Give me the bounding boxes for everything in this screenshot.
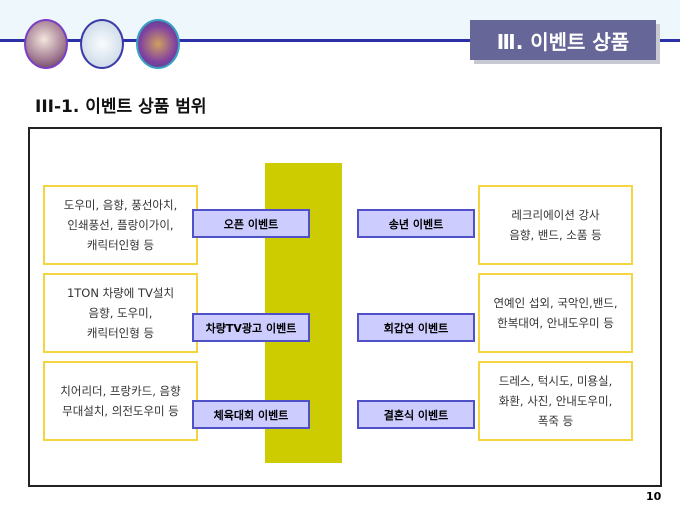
label-open-event: 오픈 이벤트: [192, 209, 310, 238]
page-number: 10: [646, 490, 662, 503]
label-60th-birthday-event: 회갑연 이벤트: [357, 313, 475, 342]
content-frame: [28, 127, 662, 487]
right-desc-2: 연예인 섭외, 국악인,밴드, 한복대여, 안내도우미 등: [478, 273, 633, 353]
right-desc-1: 레크리에이션 강사 음향, 밴드, 소품 등: [478, 185, 633, 265]
label-yearend-event: 송년 이벤트: [357, 209, 475, 238]
photo-circle-3: [136, 19, 180, 69]
photo-circle-1: [24, 19, 68, 69]
left-desc-3: 치어리더, 프랑카드, 음향 무대설치, 의전도우미 등: [43, 361, 198, 441]
label-wedding-event: 결혼식 이벤트: [357, 400, 475, 429]
section-title: Ⅲ. 이벤트 상품: [470, 20, 656, 60]
left-desc-2: 1TON 차량에 TV설치 음향, 도우미, 캐릭터인형 등: [43, 273, 198, 353]
left-desc-1: 도우미, 음향, 풍선아치, 인쇄풍선, 플랑이가이, 캐릭터인형 등: [43, 185, 198, 265]
label-sports-event: 체육대회 이벤트: [192, 400, 310, 429]
photo-circle-2: [80, 19, 124, 69]
right-desc-3: 드레스, 턱시도, 미용실, 화환, 사진, 안내도우미, 폭죽 등: [478, 361, 633, 441]
label-vehicle-tv-event: 차량TV광고 이벤트: [192, 313, 310, 342]
page-subtitle: III-1. 이벤트 상품 범위: [35, 97, 207, 117]
header-line: [0, 39, 680, 42]
